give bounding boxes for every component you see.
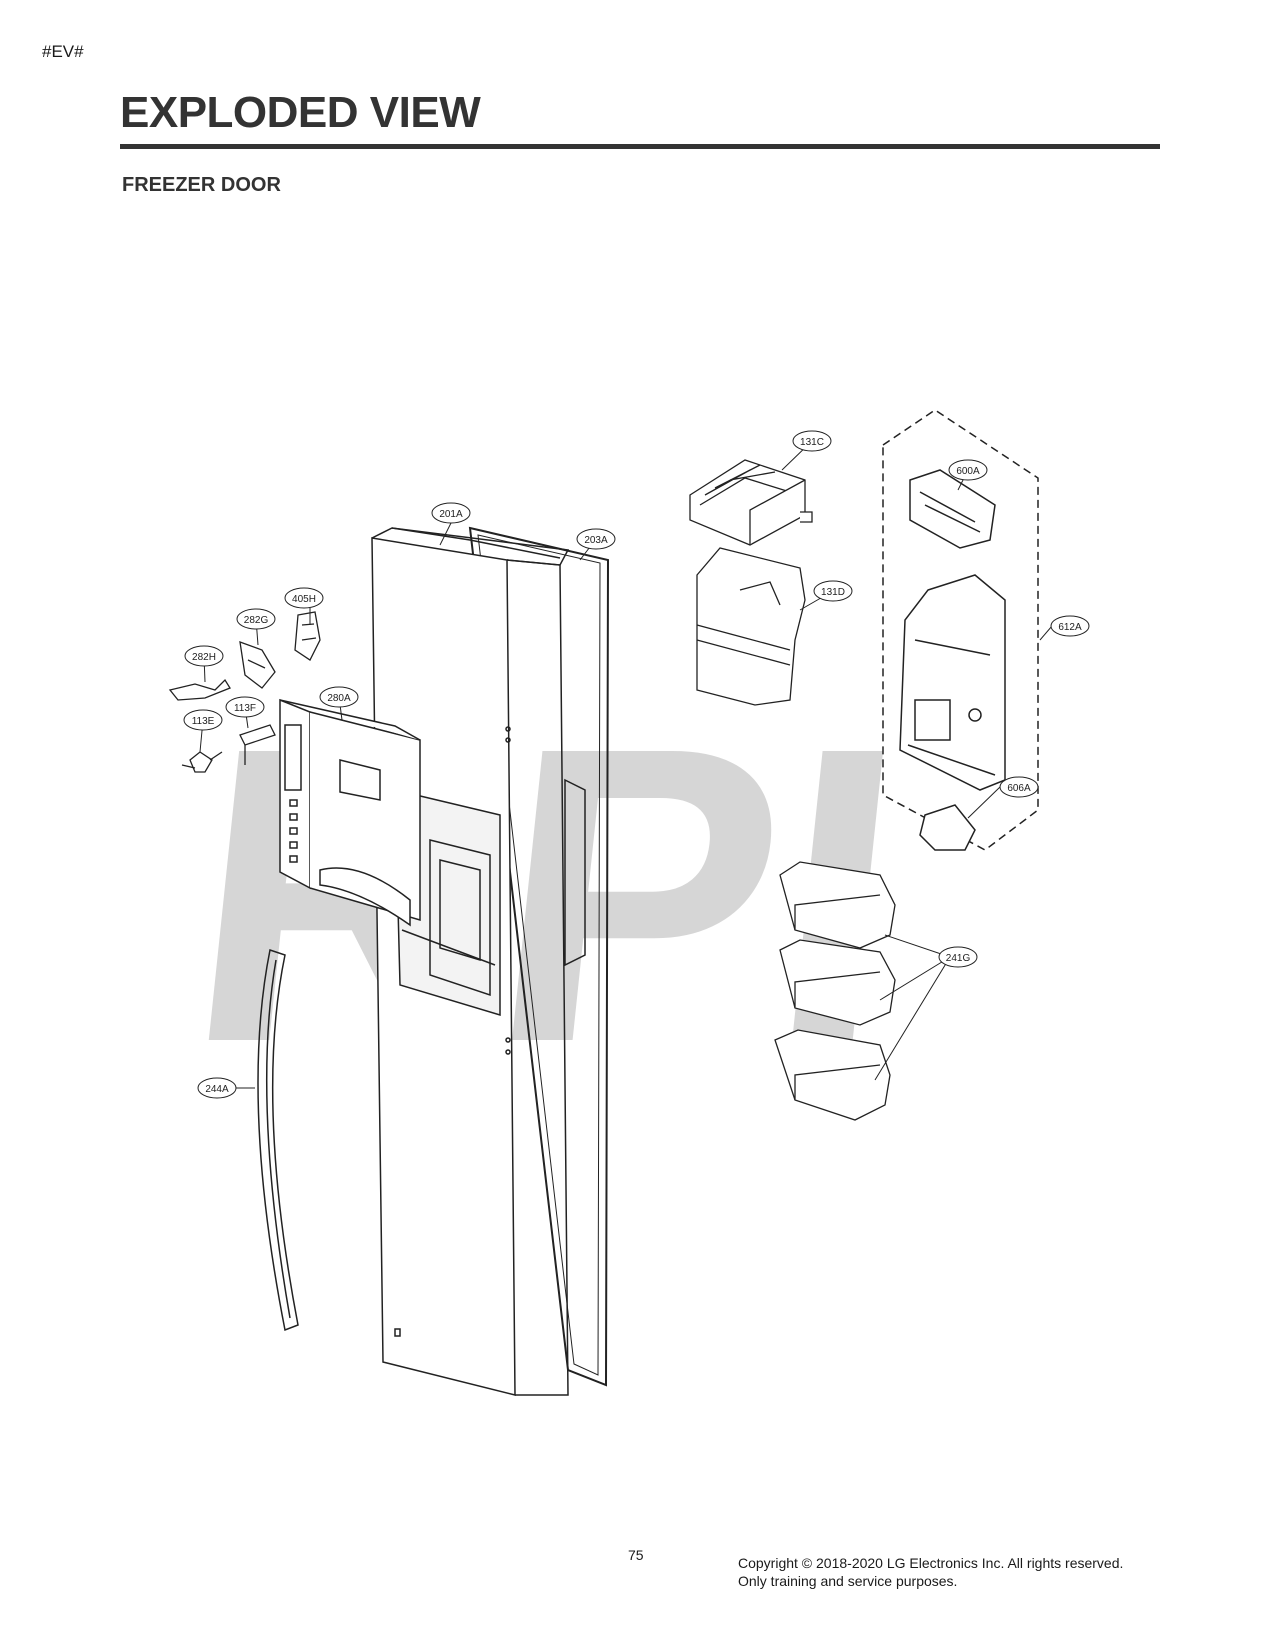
svg-text:606A: 606A — [1007, 783, 1031, 794]
callout-113E: 113E — [183, 709, 223, 731]
callout-131D: 131D — [813, 580, 853, 602]
svg-text:244A: 244A — [205, 1084, 229, 1095]
callout-241G: 241G — [938, 946, 978, 968]
callout-282H: 282H — [184, 645, 224, 667]
svg-text:241G: 241G — [946, 953, 971, 964]
door-bins — [774, 861, 896, 1121]
callout-282G: 282G — [236, 608, 276, 630]
callout-201A: 201A — [431, 502, 471, 524]
svg-text:113E: 113E — [192, 716, 215, 727]
callout-600A: 600A — [948, 459, 988, 481]
svg-text:405H: 405H — [292, 594, 316, 605]
ice-bin — [696, 547, 806, 706]
section-subtitle: FREEZER DOOR — [122, 174, 281, 196]
callout-244A: 244A — [197, 1077, 237, 1099]
callout-405H: 405H — [284, 587, 324, 609]
svg-text:282G: 282G — [244, 615, 269, 626]
dispenser-cover — [279, 698, 421, 927]
svg-text:280A: 280A — [327, 693, 351, 704]
page-number: 75 — [628, 1547, 644, 1563]
callout-203A: 203A — [576, 528, 616, 550]
callout-606A: 606A — [999, 776, 1039, 798]
dispenser-small-parts — [168, 611, 321, 773]
callout-280A: 280A — [319, 686, 359, 708]
callout-113F: 113F — [225, 696, 265, 718]
copyright-notice: Copyright © 2018-2020 LG Electronics Inc… — [738, 1555, 1124, 1589]
svg-text:201A: 201A — [439, 509, 463, 520]
svg-text:131D: 131D — [821, 587, 845, 598]
svg-text:612A: 612A — [1058, 622, 1082, 633]
title-rule — [120, 144, 1160, 149]
door-handle — [257, 949, 299, 1332]
svg-text:113F: 113F — [234, 703, 256, 714]
ice-maker-assembly — [882, 409, 1039, 851]
ice-bin-cover — [689, 459, 813, 546]
page-title: EXPLODED VIEW — [120, 88, 481, 137]
svg-text:282H: 282H — [192, 652, 216, 663]
callout-131C: 131C — [792, 430, 832, 452]
svg-text:131C: 131C — [800, 437, 824, 448]
callout-612A: 612A — [1050, 615, 1090, 637]
svg-text:600A: 600A — [956, 466, 980, 477]
svg-text:203A: 203A — [584, 535, 608, 546]
page-tag: #EV# — [42, 42, 84, 61]
